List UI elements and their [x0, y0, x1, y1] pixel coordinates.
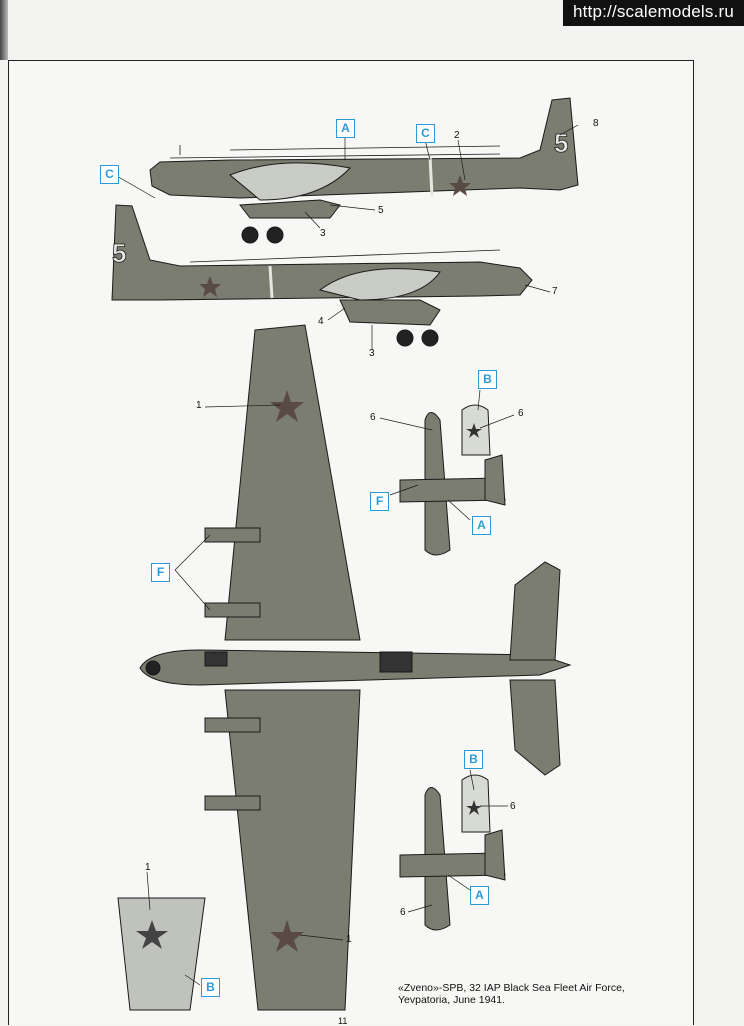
callout-b-wing-detail: B	[201, 978, 220, 997]
label-5: 5	[378, 205, 384, 216]
figure-caption: «Zveno»-SPB, 32 IAP Black Sea Fleet Air …	[398, 982, 628, 1006]
callout-b-fighter-wing-1: B	[478, 370, 497, 389]
fighter-top-view-2	[399, 787, 506, 931]
scan-edge-shadow	[0, 0, 8, 60]
tail-code-top: 5	[554, 128, 568, 158]
wing-underside-detail	[117, 897, 206, 1011]
fighter-top-view-1	[399, 412, 506, 556]
caption-line-2: Yevpatoria, June 1941.	[398, 994, 506, 1006]
label-1-detail: 1	[145, 862, 151, 873]
label-4: 4	[318, 316, 324, 327]
caption-line-1: «Zveno»-SPB, 32 IAP Black Sea Fleet Air …	[398, 982, 625, 994]
label-1-lower-wing: 1	[346, 934, 352, 945]
callout-a-fighter-1: A	[472, 516, 491, 535]
callout-a-top-fuselage: A	[336, 119, 355, 138]
fighter-wing-underside-2	[461, 774, 491, 833]
site-watermark: http://scalemodels.ru	[562, 0, 744, 26]
label-8: 8	[593, 118, 599, 129]
callout-c-fuselage-band: C	[416, 124, 435, 143]
label-2: 2	[454, 130, 460, 141]
label-1-wing: 1	[196, 400, 202, 411]
page-number: 11	[338, 1016, 348, 1026]
label-6-fighter-2: 6	[400, 907, 406, 918]
bomber-side-view-top	[149, 97, 579, 244]
callout-c-nose: C	[100, 165, 119, 184]
label-6-wing-1: 6	[518, 408, 524, 419]
callout-f-engines: F	[151, 563, 170, 582]
label-6-fighter-1: 6	[370, 412, 376, 423]
fighter-wing-underside-1	[461, 404, 491, 456]
leader-lines	[114, 124, 579, 986]
label-6-wing-2: 6	[510, 801, 516, 812]
label-3-top: 3	[320, 228, 326, 239]
callout-a-fighter-2: A	[470, 886, 489, 905]
callout-f-fighter-1: F	[370, 492, 389, 511]
label-3-bottom: 3	[369, 348, 375, 359]
bomber-side-view-bottom	[111, 204, 533, 347]
label-7: 7	[552, 286, 558, 297]
tail-code-bottom: 5	[112, 238, 126, 268]
bomber-plan-view	[139, 324, 572, 1011]
callout-b-fighter-wing-2: B	[464, 750, 483, 769]
